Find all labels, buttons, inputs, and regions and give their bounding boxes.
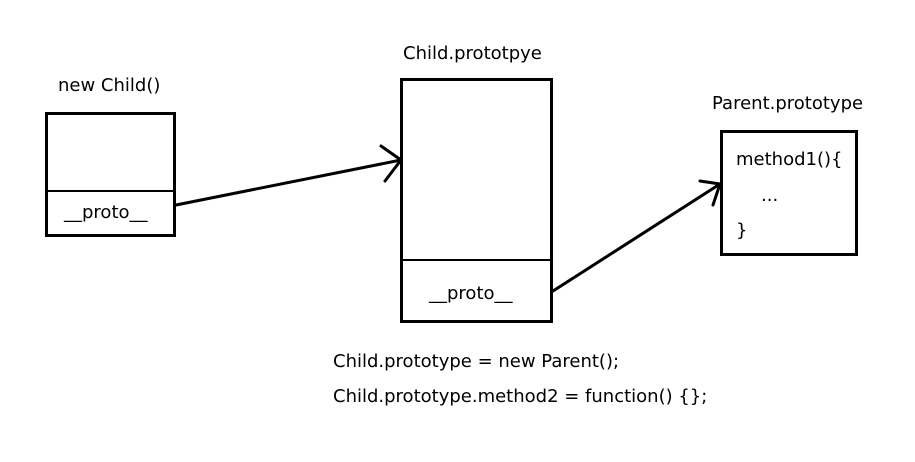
code-line-2: Child.prototype.method2 = function() {}; <box>333 386 708 407</box>
child-prototype-divider <box>403 259 550 261</box>
arrowhead-child-prototype <box>379 144 404 183</box>
arrow-child-prototype-to-parent-prototype <box>551 182 722 293</box>
code-line-1: Child.prototype = new Parent(); <box>333 351 620 372</box>
arrow-new-child-to-child-prototype <box>174 158 403 207</box>
parent-prototype-box: method1(){ ... } <box>720 130 858 256</box>
method1-ellipsis: ... <box>761 185 779 206</box>
arrowhead-parent-prototype <box>698 179 722 207</box>
child-prototype-box: __proto__ <box>400 78 553 323</box>
new-child-proto-label: __proto__ <box>64 202 148 223</box>
method1-line: method1(){ <box>736 149 843 170</box>
child-prototype-title: Child.prototpye <box>403 43 542 64</box>
new-child-title: new Child() <box>58 75 161 96</box>
new-child-divider <box>48 190 173 192</box>
method1-close-brace: } <box>736 220 748 241</box>
parent-prototype-title: Parent.prototype <box>712 93 864 114</box>
new-child-box: __proto__ <box>45 112 176 237</box>
child-prototype-proto-label: __proto__ <box>429 283 513 304</box>
